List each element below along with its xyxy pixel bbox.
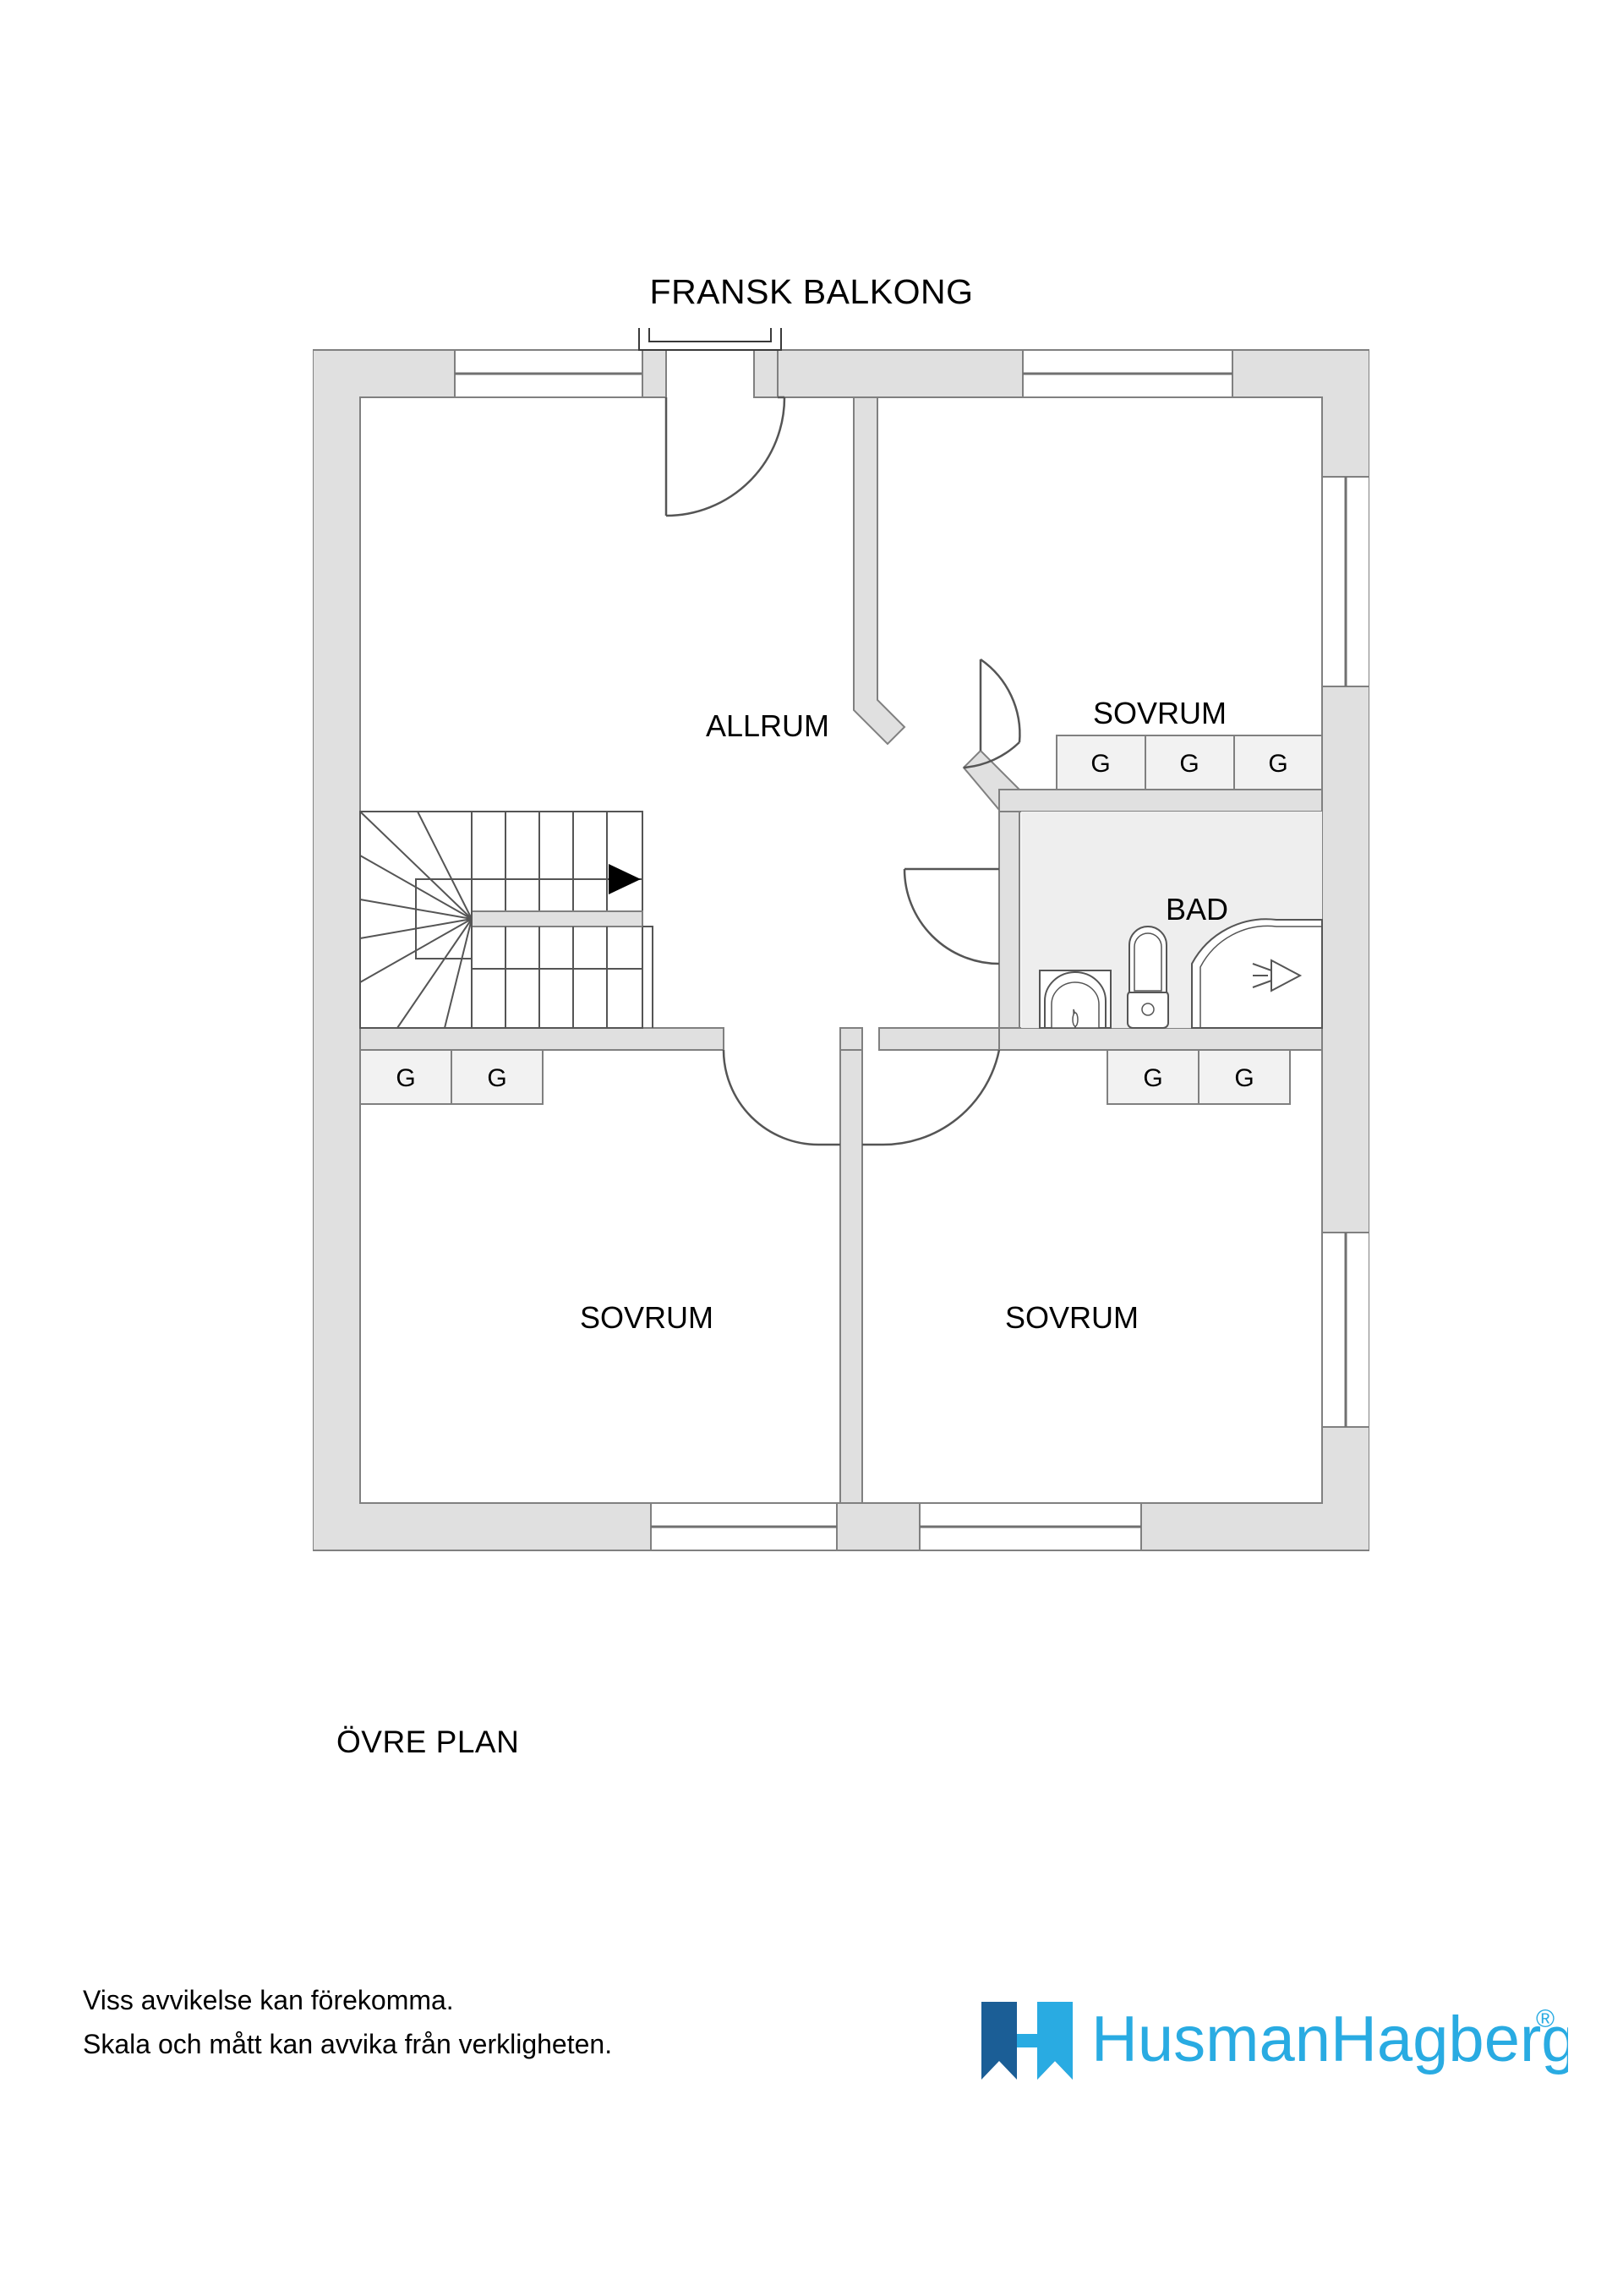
closet-label-se-1: G bbox=[1143, 1064, 1162, 1092]
window-top-right bbox=[1022, 349, 1233, 398]
closet-label-se-2: G bbox=[1234, 1064, 1254, 1092]
fransk-balkong-opening bbox=[638, 292, 786, 517]
closet-group-se bbox=[1107, 1049, 1291, 1105]
closet-label-sw-1: G bbox=[396, 1064, 415, 1092]
closet-group-ne bbox=[1056, 735, 1323, 790]
floorplan-drawing: ALLRUM SOVRUM BAD SOVRUM SOVRUM G G G G … bbox=[312, 292, 1370, 1572]
closet-group-sw bbox=[359, 1049, 544, 1105]
closet-label-ne-3: G bbox=[1268, 750, 1287, 778]
closet-labels: G G G G G G G bbox=[396, 750, 1287, 1092]
closet-label-ne-1: G bbox=[1090, 750, 1110, 778]
room-label-bad: BAD bbox=[1166, 892, 1228, 927]
staircase bbox=[359, 811, 653, 1029]
logo-mark-icon bbox=[981, 2002, 1073, 2080]
room-label-sovrum-sw: SOVRUM bbox=[580, 1300, 713, 1335]
door-sovrum-ne bbox=[963, 658, 1021, 769]
closet-label-sw-2: G bbox=[487, 1064, 506, 1092]
door-sovrum-se bbox=[862, 1049, 1001, 1146]
up-arrow-icon bbox=[609, 864, 641, 894]
floorplan-svg: ALLRUM SOVRUM BAD SOVRUM SOVRUM G G G G … bbox=[312, 292, 1370, 1551]
sink-icon bbox=[1039, 970, 1112, 1029]
window-right-upper bbox=[1321, 476, 1370, 687]
window-right-lower bbox=[1321, 1232, 1370, 1428]
disclaimer: Viss avvikelse kan förekomma. Skala och … bbox=[83, 1978, 612, 2066]
closet-label-ne-2: G bbox=[1179, 750, 1199, 778]
interior-wall-lower-center bbox=[839, 1027, 863, 1504]
window-bottom-left bbox=[650, 1502, 838, 1551]
logo-text: HusmanHagberg bbox=[1091, 2004, 1568, 2075]
plan-caption: ÖVRE PLAN bbox=[336, 1725, 520, 1759]
room-label-allrum: ALLRUM bbox=[706, 708, 829, 743]
door-sovrum-sw bbox=[722, 1049, 840, 1146]
shower-icon bbox=[1191, 918, 1323, 1029]
disclaimer-line-2: Skala och mått kan avvika från verklighe… bbox=[83, 2029, 613, 2059]
fransk-balkong-label: FRANSK BALKONG bbox=[649, 272, 974, 311]
window-bottom-right bbox=[919, 1502, 1142, 1551]
logo-trademark: ® bbox=[1536, 2005, 1555, 2033]
disclaimer-line-1: Viss avvikelse kan förekomma. bbox=[83, 1985, 454, 2015]
window-top-left bbox=[454, 349, 643, 398]
logo-text-part1: Husman bbox=[1091, 2004, 1331, 2075]
room-labels: ALLRUM SOVRUM BAD SOVRUM SOVRUM bbox=[580, 696, 1228, 1335]
room-label-sovrum-se: SOVRUM bbox=[1005, 1300, 1139, 1335]
room-label-sovrum-ne: SOVRUM bbox=[1093, 696, 1227, 730]
logo-text-part2: Hagberg bbox=[1331, 2004, 1568, 2075]
interior-wall-bad-bottom bbox=[998, 1027, 1323, 1051]
toilet-icon bbox=[1127, 926, 1169, 1029]
interior-wall-bad-left bbox=[998, 809, 1020, 1029]
interior-wall-sw-top bbox=[359, 1027, 724, 1051]
interior-wall-bad-top bbox=[998, 789, 1323, 812]
husmanhagberg-logo: HusmanHagberg ® bbox=[981, 2002, 1568, 2080]
door-bad bbox=[903, 867, 1000, 965]
interior-wall-center-upper bbox=[853, 396, 906, 746]
interior-wall-se-top bbox=[878, 1027, 1000, 1051]
